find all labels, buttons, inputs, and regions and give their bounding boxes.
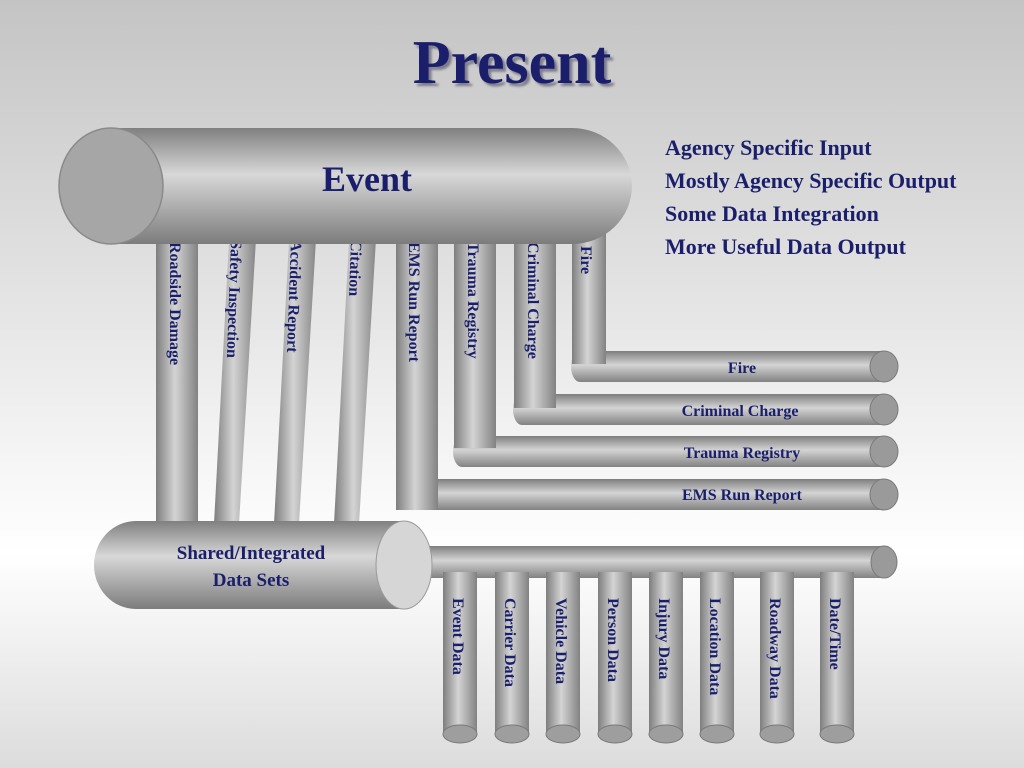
note-item: Agency Specific Input <box>665 135 872 160</box>
input-pipe-criminal-charge: Criminal Charge <box>514 222 556 408</box>
shared-label-line-1: Shared/Integrated <box>177 543 326 564</box>
notes-list: Agency Specific Input Mostly Agency Spec… <box>665 131 957 263</box>
input-pipe-safety-inspection: Safety Inspection <box>214 222 257 524</box>
data-pipe-label: Event Data <box>449 598 466 675</box>
input-pipe-label: Accident Report <box>283 240 304 354</box>
output-pipe-label: Fire <box>728 360 756 377</box>
data-pipe-event-data: Event Data <box>442 572 478 744</box>
data-pipe-injury-data: Injury Data <box>648 572 684 744</box>
input-pipe-label: Roadside Damage <box>166 242 183 365</box>
input-pipe-label: Trauma Registry <box>464 242 481 359</box>
data-sets-pipe <box>398 545 898 579</box>
data-pipe-location-data: Location Data <box>699 572 735 744</box>
data-pipe-label: Roadway Data <box>766 598 783 699</box>
data-pipe-date-time: Date/Time <box>819 572 855 744</box>
data-pipe-label: Injury Data <box>655 598 672 679</box>
data-pipe-vehicle-data: Vehicle Data <box>545 572 581 744</box>
output-pipe-ems: EMS Run Report <box>396 478 899 511</box>
input-pipe-citation: Citation <box>334 222 377 524</box>
output-pipe-label: Criminal Charge <box>682 403 799 420</box>
output-pipe-trauma: Trauma Registry <box>453 435 899 468</box>
output-pipe-label: Trauma Registry <box>684 445 801 462</box>
page-title: Present <box>412 29 612 97</box>
input-pipe-accident-report: Accident Report <box>274 222 317 524</box>
shared-data-cylinder: Shared/Integrated Data Sets <box>94 520 433 610</box>
data-pipe-label: Vehicle Data <box>552 598 569 684</box>
note-item: Mostly Agency Specific Output <box>665 168 957 193</box>
input-pipe-trauma-registry: Trauma Registry <box>454 222 496 448</box>
input-pipe-ems-run-report: EMS Run Report <box>396 222 438 510</box>
event-cylinder: Event <box>58 127 632 245</box>
data-pipe-label: Carrier Data <box>501 598 518 687</box>
note-item: Some Data Integration <box>665 201 879 226</box>
data-pipe-label: Date/Time <box>826 598 843 670</box>
data-pipe-carrier-data: Carrier Data <box>494 572 530 744</box>
data-pipe-label: Location Data <box>706 598 723 695</box>
note-item: More Useful Data Output <box>665 234 906 259</box>
input-pipe-label: Criminal Charge <box>524 242 541 359</box>
output-pipe-criminal: Criminal Charge <box>513 393 899 426</box>
data-pipe-person-data: Person Data <box>597 572 633 744</box>
shared-label-line-2: Data Sets <box>213 570 290 591</box>
input-pipe-label: Safety Inspection <box>223 240 244 358</box>
input-pipe-roadside-damage: Roadside Damage <box>156 222 198 524</box>
input-pipe-fire: Fire <box>572 222 606 364</box>
event-label: Event <box>322 159 412 199</box>
data-pipe-roadway-data: Roadway Data <box>759 572 795 744</box>
input-pipe-label: Fire <box>577 246 594 274</box>
data-pipe-label: Person Data <box>604 598 621 682</box>
output-pipe-fire: Fire <box>571 350 899 383</box>
input-pipe-label: EMS Run Report <box>405 242 422 363</box>
input-pipe-label: Citation <box>345 240 364 297</box>
output-pipe-label: EMS Run Report <box>682 487 803 504</box>
